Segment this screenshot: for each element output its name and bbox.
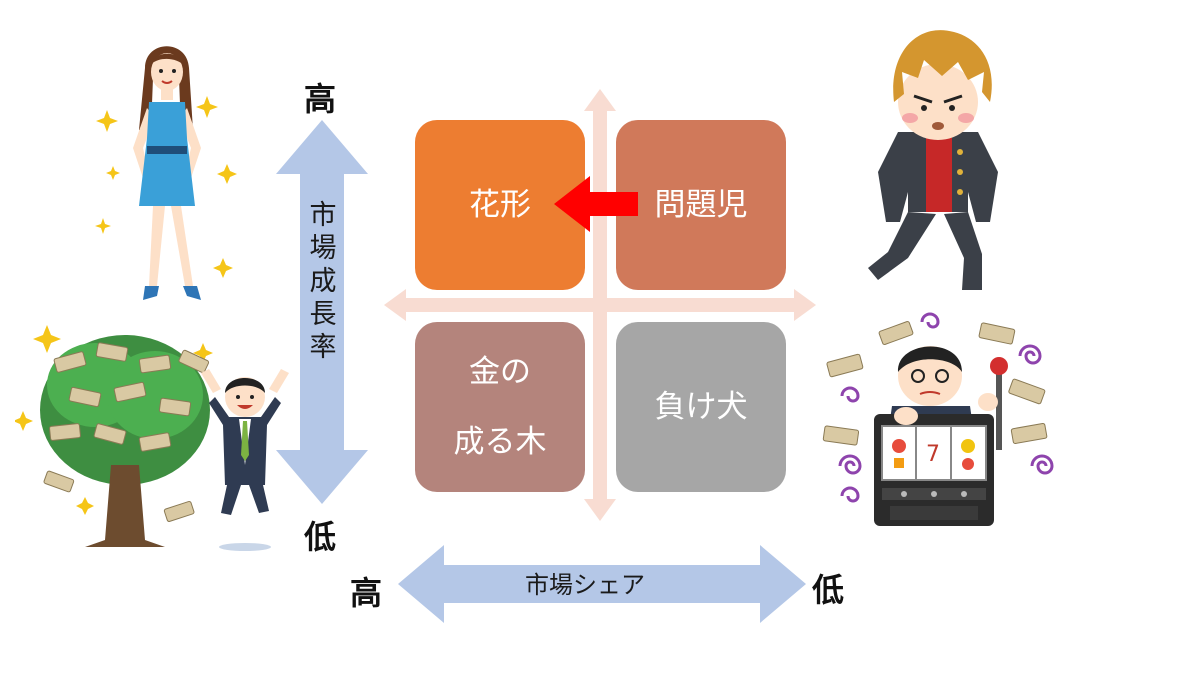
quadrant-cash-cow-line2: 成る木 bbox=[453, 424, 547, 460]
growth-axis-label: 市場成長率 bbox=[306, 200, 340, 365]
svg-text:7: 7 bbox=[926, 442, 940, 467]
share-axis-label: 市場シェア bbox=[525, 571, 645, 599]
quadrant-question-label: 問題児 bbox=[654, 186, 748, 223]
share-axis-arrow bbox=[398, 545, 806, 623]
quadrant-star-label: 花形 bbox=[469, 186, 531, 223]
growth-axis-label-char: 率 bbox=[309, 331, 337, 363]
growth-low-label: 低 bbox=[304, 518, 337, 556]
growth-high-label: 高 bbox=[304, 80, 337, 118]
quadrant-question-mark: 問題児 bbox=[616, 120, 786, 290]
quadrant-cash-cow-line1: 金の bbox=[469, 353, 531, 390]
quadrant-dog-label: 負け犬 bbox=[654, 388, 748, 425]
growth-axis-arrow bbox=[276, 120, 368, 504]
slot-machine-gambler-icon: 7 bbox=[822, 312, 1054, 526]
growth-axis-label-char: 市 bbox=[309, 200, 337, 231]
move-arrow-icon bbox=[554, 176, 638, 232]
quadrant-cash-cow: 金の 成る木 bbox=[415, 322, 585, 492]
angry-delinquent-icon bbox=[868, 30, 998, 290]
money-tree-businessman-icon bbox=[15, 325, 289, 551]
woman-in-blue-dress-icon bbox=[95, 46, 237, 300]
share-high-label: 高 bbox=[350, 574, 383, 612]
quadrant-dog: 負け犬 bbox=[616, 322, 786, 492]
growth-axis-label-char: 長 bbox=[309, 298, 337, 330]
growth-axis-label-char: 成 bbox=[309, 265, 337, 297]
growth-axis-label-char: 場 bbox=[309, 232, 337, 264]
share-low-label: 低 bbox=[812, 571, 845, 609]
